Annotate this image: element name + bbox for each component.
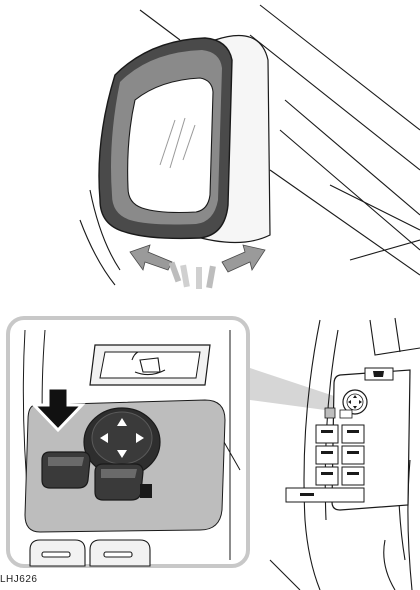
- overview-selector-button: [340, 410, 352, 418]
- overview-fold-switch: [365, 368, 393, 380]
- mirror-fold-button[interactable]: [42, 452, 90, 488]
- fold-arrow-right: [222, 245, 265, 272]
- fold-arrow-left: [130, 245, 172, 270]
- overview-window-switches: [286, 425, 364, 502]
- overview-fold-button-highlight: [325, 408, 335, 418]
- fold-direction-arrows: [130, 245, 265, 289]
- mirror-control-callout: [8, 318, 248, 566]
- fold-switch-bezel: [90, 345, 210, 385]
- door-switch-pack-overview: [250, 318, 420, 590]
- figure-reference-code: LHJ626: [0, 574, 37, 585]
- exterior-mirror-panel: [80, 5, 420, 289]
- mirror-glass: [128, 78, 213, 213]
- callout-pointer: [250, 368, 340, 412]
